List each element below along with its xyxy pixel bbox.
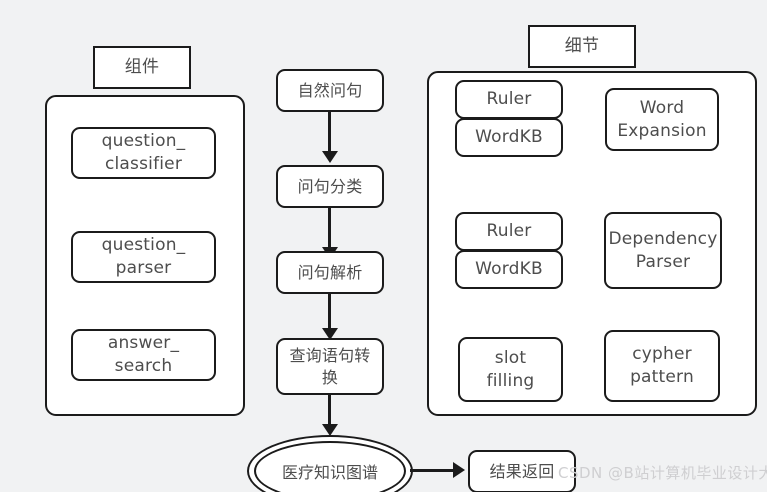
detail-ruler-1[interactable]: Ruler	[455, 80, 563, 119]
detail-cypher-pattern[interactable]: cypher pattern	[604, 330, 720, 402]
flow-step-natural-question[interactable]: 自然问句	[276, 69, 384, 112]
detail-wordkb-2[interactable]: WordKB	[455, 250, 563, 289]
connector-line-2	[328, 208, 331, 250]
component-question-classifier[interactable]: question_ classifier	[71, 127, 216, 179]
connector-arrow-4	[322, 424, 338, 436]
detail-ruler-2[interactable]: Ruler	[455, 212, 563, 251]
connector-line-1	[328, 112, 331, 154]
knowledge-graph-database[interactable]: 医疗知识图谱	[254, 441, 406, 492]
component-answer-search[interactable]: answer_ search	[71, 329, 216, 381]
connector-arrow-5	[453, 462, 465, 478]
connector-line-3	[328, 294, 331, 331]
watermark-text: CSDN @B站计算机毕业设计大学	[558, 464, 767, 482]
component-question-parser[interactable]: question_ parser	[71, 231, 216, 283]
connector-arrow-3	[322, 328, 338, 340]
connector-line-4	[328, 395, 331, 427]
flow-step-question-parsing[interactable]: 问句解析	[276, 251, 384, 294]
detail-word-expansion[interactable]: Word Expansion	[605, 88, 719, 151]
detail-wordkb-1[interactable]: WordKB	[455, 118, 563, 157]
connector-arrow-1	[322, 151, 338, 163]
flow-step-question-classification[interactable]: 问句分类	[276, 165, 384, 208]
detail-slot-filling[interactable]: slot filling	[458, 337, 563, 402]
detail-dependency-parser[interactable]: Dependency Parser	[604, 212, 722, 289]
flow-step-query-conversion[interactable]: 查询语句转 换	[276, 338, 384, 395]
flow-step-result-return[interactable]: 结果返回	[468, 450, 576, 492]
connector-line-5	[410, 469, 456, 472]
left-section-header: 组件	[93, 46, 191, 89]
right-section-header: 细节	[528, 25, 636, 68]
